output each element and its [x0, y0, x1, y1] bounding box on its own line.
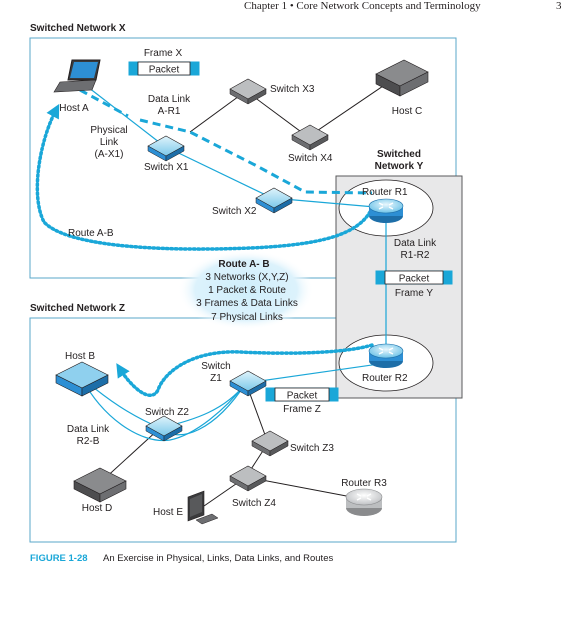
- host-d-icon: [73, 467, 127, 503]
- router-r2-label: Router R2: [362, 373, 408, 384]
- route-summary-title: Route A- B: [218, 259, 269, 270]
- data-link-a-r1-label-line1: Data Link: [148, 94, 191, 105]
- data-link-r2-b-label-line2: R2-B: [77, 436, 100, 447]
- switch-x4-label: Switch X4: [288, 153, 333, 164]
- route-summary-glow: [178, 250, 314, 330]
- data-link-r2-b-label-line1: Data Link: [67, 424, 110, 435]
- switch-z2-label: Switch Z2: [145, 407, 189, 418]
- data-link-a-r1-label-line2: A-R1: [158, 106, 181, 117]
- frame-x-packet-label: Packet: [149, 65, 180, 76]
- host-a-label: Host A: [59, 103, 89, 114]
- switch-z1-label-line2: Z1: [210, 373, 222, 384]
- router-r3-label: Router R3: [341, 478, 387, 489]
- host-a-laptop-icon: [53, 59, 101, 93]
- router-r1-icon: [368, 198, 404, 223]
- host-b-label: Host B: [65, 351, 95, 362]
- frame-y: Packet: [375, 270, 453, 285]
- switch-z2-icon: [145, 415, 183, 442]
- network-z-label: Switched Network Z: [30, 303, 125, 314]
- frame-y-label: Frame Y: [395, 288, 433, 299]
- switch-x3-label: Switch X3: [270, 84, 315, 95]
- switch-x1-label: Switch X1: [144, 162, 189, 173]
- route-a-b-dotted: [35, 103, 374, 397]
- page-number: 3: [556, 0, 562, 12]
- frame-z: Packet: [265, 387, 339, 402]
- switch-x4-icon: [291, 124, 329, 151]
- router-r2-icon: [368, 343, 404, 368]
- data-link-a-r1-dashed: [79, 88, 373, 195]
- route-summary-line-3: 3 Frames & Data Links: [196, 298, 298, 309]
- switch-x3-icon: [229, 78, 267, 105]
- switch-z1-icon: [229, 370, 267, 397]
- running-title: Chapter 1 • Core Network Concepts and Te…: [244, 0, 481, 12]
- network-y-label-line2: Network Y: [375, 161, 424, 172]
- frame-y-packet-label: Packet: [399, 274, 430, 285]
- physical-link-label-line2: Link: [100, 137, 119, 148]
- frame-x: Packet: [128, 61, 200, 76]
- data-link-r1-r2-label-line2: R1-R2: [401, 250, 430, 261]
- switch-z4-icon: [229, 465, 267, 492]
- data-link-r1-r2-label-line1: Data Link: [394, 238, 437, 249]
- switch-x1-icon: [147, 135, 185, 162]
- switch-x2-label: Switch X2: [212, 206, 257, 217]
- network-x-label: Switched Network X: [30, 23, 126, 34]
- host-b-icon: [55, 361, 109, 397]
- frame-x-label: Frame X: [144, 48, 183, 59]
- figure-label: FIGURE 1-28: [30, 553, 88, 564]
- switch-x2-icon: [255, 187, 293, 214]
- network-y-label-line1: Switched: [377, 149, 421, 160]
- route-a-b-label: Route A-B: [68, 228, 114, 239]
- physical-link-label-line3: (A-X1): [95, 149, 124, 160]
- host-e-desktop-icon: [187, 490, 219, 525]
- host-c-icon: [375, 59, 429, 97]
- figure-caption: An Exercise in Physical, Links, Data Lin…: [103, 553, 333, 564]
- switch-z1-label-line1: Switch: [201, 361, 230, 372]
- router-r3-icon: [345, 488, 383, 516]
- host-c-label: Host C: [392, 106, 423, 117]
- switch-z3-label: Switch Z3: [290, 443, 334, 454]
- host-e-label: Host E: [153, 507, 183, 518]
- host-d-label: Host D: [82, 503, 113, 514]
- route-summary-line-1: 3 Networks (X,Y,Z): [205, 272, 288, 283]
- switch-z3-icon: [251, 430, 289, 457]
- switch-z4-label: Switch Z4: [232, 498, 276, 509]
- route-summary-line-4: 7 Physical Links: [211, 312, 283, 323]
- route-summary-line-2: 1 Packet & Route: [208, 285, 286, 296]
- physical-link-label-line1: Physical: [90, 125, 127, 136]
- frame-z-label: Frame Z: [283, 404, 321, 415]
- frame-z-packet-label: Packet: [287, 391, 318, 402]
- router-r1-label: Router R1: [362, 187, 408, 198]
